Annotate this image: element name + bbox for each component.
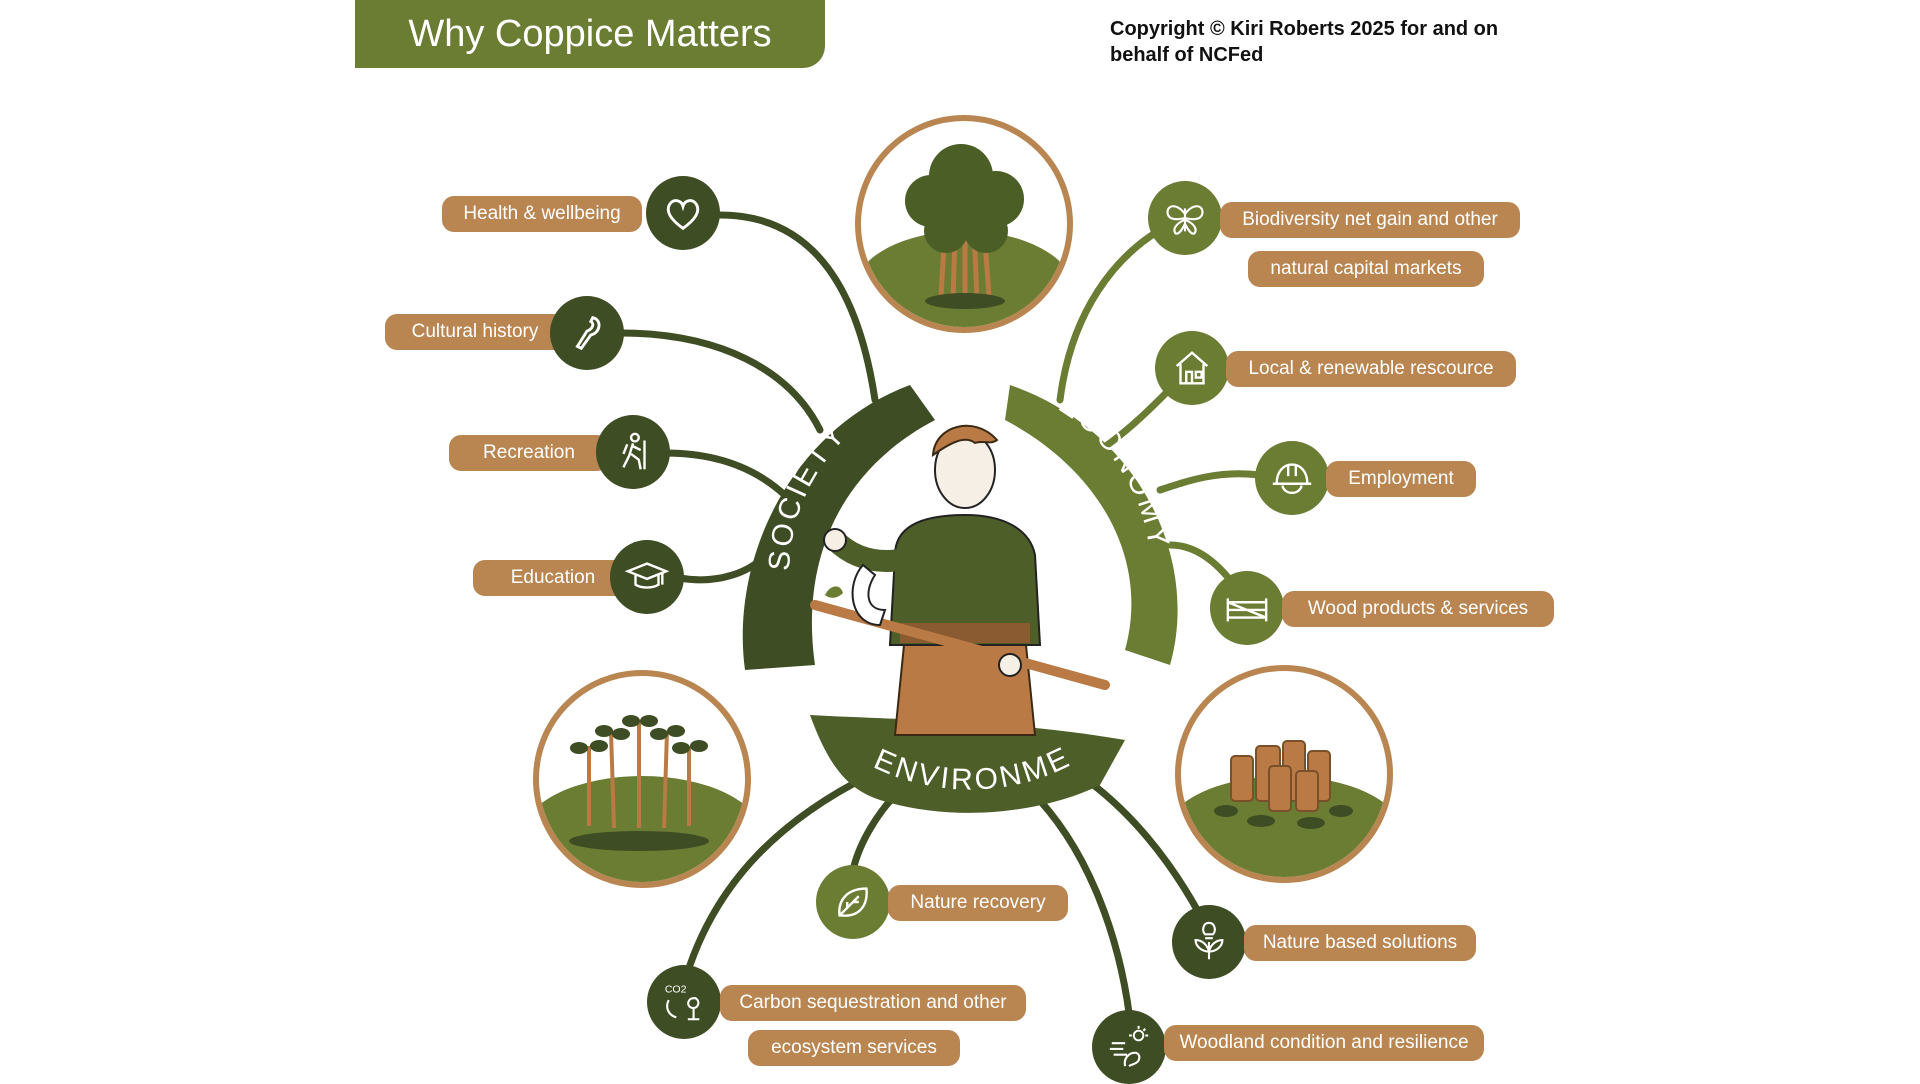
economy-arc <box>1005 385 1178 665</box>
pill-local-resource: Local & renewable rescource <box>1226 351 1516 387</box>
line-employment <box>1156 470 1264 494</box>
node-health <box>646 176 720 250</box>
saplings-illustration <box>533 670 751 888</box>
lightbulb-plant-icon <box>1194 921 1224 960</box>
node-local <box>1155 331 1229 405</box>
line-cultural <box>616 329 824 434</box>
node-recreation <box>596 415 670 489</box>
leaf-icon <box>838 887 868 917</box>
co2-tree-icon: CO2 <box>665 983 700 1021</box>
line-woodland <box>1026 786 1134 1024</box>
line-wood <box>1166 541 1234 584</box>
page-title: Why Coppice Matters <box>408 12 772 55</box>
copyright-notice: Copyright © Kiri Roberts 2025 for and on… <box>1110 18 1499 66</box>
billhook-icon <box>575 316 601 351</box>
woodworker-figure <box>810 424 1110 736</box>
butterfly-icon <box>1166 205 1204 235</box>
environment-arc <box>810 715 1125 813</box>
heart-icon <box>666 199 700 231</box>
graduation-cap-icon <box>624 562 670 589</box>
pill-woodland-condition: Woodland condition and resilience <box>1164 1025 1484 1061</box>
line-carbon <box>686 771 874 969</box>
hard-hat-icon <box>1272 463 1312 495</box>
title-banner: Why Coppice Matters <box>355 0 825 68</box>
pill-biodiversity-line2: natural capital markets <box>1248 251 1484 287</box>
pill-cultural-history: Cultural history <box>385 314 565 350</box>
node-education <box>610 540 684 614</box>
node-cultural <box>550 296 624 370</box>
co2-label: CO2 <box>665 983 687 995</box>
hiker-icon <box>622 432 646 470</box>
gate-icon <box>1226 598 1268 622</box>
line-health <box>716 211 879 404</box>
node-woodland <box>1092 1010 1166 1084</box>
coppice-stool-illustration <box>855 115 1073 333</box>
house-icon <box>1175 351 1209 385</box>
pill-education: Education <box>473 560 633 596</box>
node-nature-based <box>1172 905 1246 979</box>
node-employment <box>1255 441 1329 515</box>
pill-biodiversity-line1: Biodiversity net gain and other <box>1220 202 1520 238</box>
line-recreation <box>661 449 794 504</box>
pill-wood-products: Wood products & services <box>1282 591 1554 627</box>
node-carbon: CO2 <box>647 965 721 1039</box>
pill-recreation: Recreation <box>449 435 609 471</box>
node-wood <box>1210 571 1284 645</box>
pill-health-wellbeing: Health & wellbeing <box>442 196 642 232</box>
wind-sun-icon <box>1109 1025 1149 1068</box>
pill-employment: Employment <box>1326 461 1476 497</box>
node-nature-recovery <box>816 865 890 939</box>
node-biodiversity <box>1148 181 1222 255</box>
pill-carbon-line1: Carbon sequestration and other <box>720 985 1026 1021</box>
line-nature-based <box>1076 771 1204 919</box>
pill-nature-recovery: Nature recovery <box>888 885 1068 921</box>
pill-carbon-line2: ecosystem services <box>748 1030 960 1066</box>
society-arc <box>742 385 935 670</box>
pill-nature-based: Nature based solutions <box>1244 925 1476 961</box>
cut-stumps-illustration <box>1175 665 1393 883</box>
